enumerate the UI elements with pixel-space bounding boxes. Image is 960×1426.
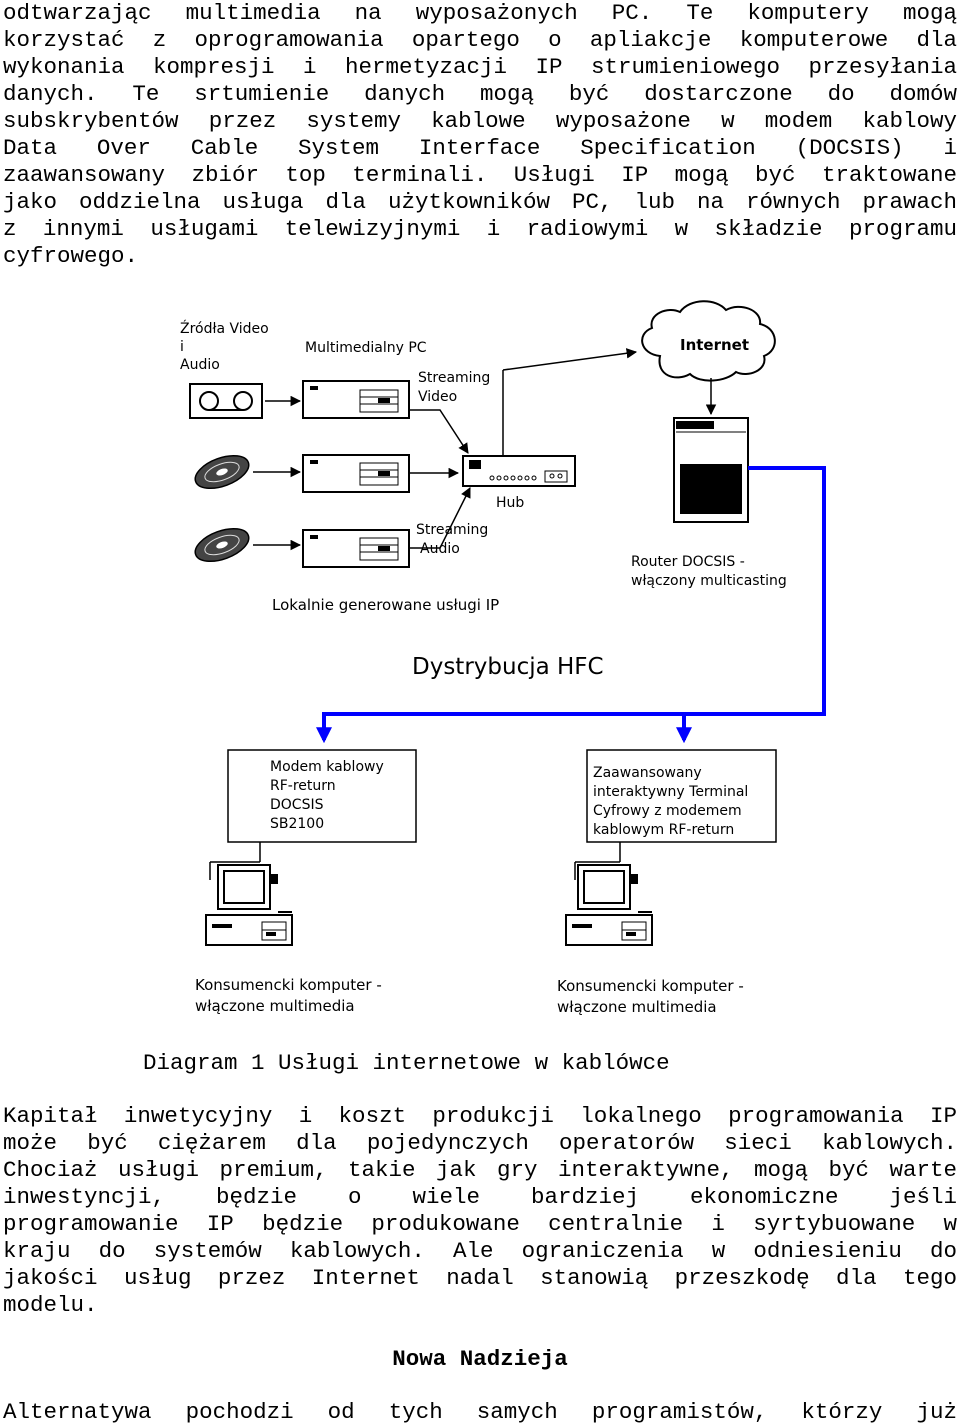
text-line: z innymi usługami telewizyjnymi i radiow…	[3, 216, 957, 242]
consumer-computer-label: włączone multimedia	[195, 997, 355, 1015]
consumer-computer-icon	[205, 864, 293, 946]
modem-box-line: SB2100	[270, 816, 324, 832]
text-line: jako oddzielna usługa dla użytkowników P…	[3, 189, 957, 215]
section-heading: Nowa Nadzieja	[392, 1346, 568, 1372]
text-line: modelu.	[3, 1292, 98, 1318]
terminal-box-line: interaktywny Terminal	[593, 784, 748, 800]
consumer-computer-label: włączone multimedia	[557, 998, 717, 1016]
text-line: Alternatywa pochodzi od tych samych prog…	[3, 1399, 957, 1425]
text-line: cyfrowego.	[3, 243, 139, 269]
hub-icon	[462, 455, 576, 487]
text-line: może być ciężarem dla pojedynczych opera…	[3, 1130, 957, 1156]
disc-icon	[194, 527, 250, 563]
streaming-video-label: Video	[418, 389, 457, 405]
text-line: korzystać z oprogramowania opartego o ap…	[3, 27, 957, 53]
streaming-audio-label: Streaming	[416, 522, 488, 538]
text-line: inwestyncji, będzie o wiele bardziej eko…	[3, 1184, 957, 1210]
modem-box-line: DOCSIS	[270, 797, 324, 813]
paragraph-alternative: Alternatywa pochodzi od tych samych prog…	[3, 1399, 957, 1426]
text-line: odtwarzając multimedia na wyposażonych P…	[3, 0, 957, 26]
sources-label: Audio	[180, 357, 220, 373]
router-label: Router DOCSIS -	[631, 554, 745, 570]
consumer-computer-label: Konsumencki komputer -	[195, 976, 382, 994]
modem-box	[227, 749, 417, 843]
terminal-box-line: Zaawansowany	[593, 765, 702, 781]
consumer-computer-icon	[565, 864, 653, 946]
hfc-link	[316, 466, 826, 744]
streaming-video-label: Streaming	[418, 370, 490, 386]
diagram-caption: Diagram 1 Usługi internetowe w kablówce	[143, 1050, 670, 1076]
text-line: Kapitał inwetycyjny i koszt produkcji lo…	[3, 1103, 957, 1129]
text-line: zaawansowany zbiór top terminali. Usługi…	[3, 162, 957, 188]
router-label: włączony multicasting	[631, 573, 787, 589]
terminal-box	[586, 749, 777, 843]
text-line: Data Over Cable System Interface Specifi…	[3, 135, 957, 161]
modem-box-line: Modem kablowy	[270, 759, 384, 775]
text-line: subskrybentów przez systemy kablowe wypo…	[3, 108, 957, 134]
local-services-label: Lokalnie generowane usługi IP	[272, 596, 499, 614]
streaming-audio-label: Audio	[420, 541, 460, 557]
text-line: danych. Te srtumienie danych mogą być do…	[3, 81, 957, 107]
network-diagram: Źródła Video i Audio Multimedialny PC	[180, 300, 826, 1016]
text-line: wykonania kompresji i hermetyzacji IP st…	[3, 54, 957, 80]
router-icon	[673, 417, 749, 523]
pc-unit-icon	[302, 380, 410, 419]
internet-cloud-icon	[641, 300, 776, 382]
text-line: kraju do systemów kablowych. Ale ogranic…	[3, 1238, 957, 1264]
terminal-box-line: Cyfrowy z modemem	[593, 803, 742, 819]
text-line: programowanie IP będzie produkowane cent…	[3, 1211, 957, 1237]
terminal-box-line: kablowym RF-return	[593, 822, 734, 838]
tape-deck-icon	[189, 383, 263, 419]
pc-unit-icon	[302, 454, 410, 493]
paragraph-intro: odtwarzając multimedia na wyposażonych P…	[3, 0, 957, 270]
text-line: Chociaż usługi premium, takie jak gry in…	[3, 1157, 957, 1183]
disc-icon	[194, 454, 250, 490]
text-line: jakości usług przez Internet nadal stano…	[3, 1265, 957, 1291]
pc-unit-icon	[302, 529, 410, 568]
multimedia-pc-label: Multimedialny PC	[305, 340, 427, 356]
modem-box-line: RF-return	[270, 778, 336, 794]
sources-label: Źródła Video	[180, 319, 269, 337]
consumer-computer-label: Konsumencki komputer -	[557, 977, 744, 995]
hub-label: Hub	[496, 495, 524, 511]
paragraph-investment: Kapitał inwetycyjny i koszt produkcji lo…	[3, 1103, 957, 1319]
internet-label: Internet	[680, 336, 749, 354]
hfc-label: Dystrybucja HFC	[412, 654, 604, 680]
sources-label: i	[180, 339, 184, 355]
